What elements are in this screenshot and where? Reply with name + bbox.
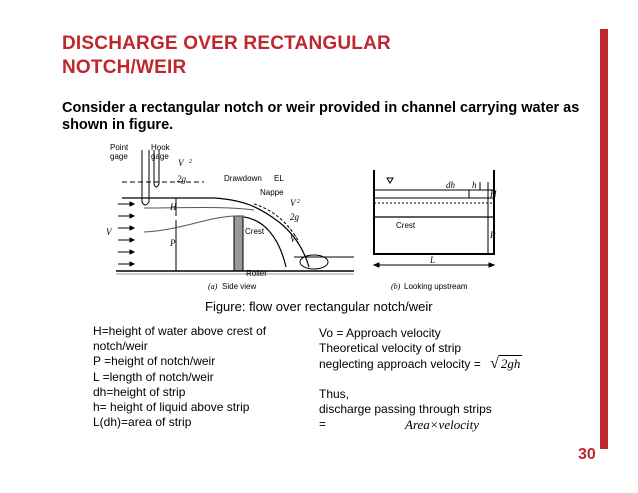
two-g-label-2: 2g [290,212,300,222]
title-line-2: NOTCH/WEIR [62,57,187,78]
definition-item: H=height of water above crest of [93,324,267,338]
equals-sign: = [319,417,327,432]
definition-item: dh=height of strip [93,384,186,399]
page-number: 30 [578,446,596,463]
hook-gage-label-2: gage [151,152,169,161]
side-view-tag: (a) [208,282,218,291]
approach-velocity-line: Vo = Approach velocity [319,326,441,340]
weir-figure: Point gage Hook gage V 2 2g Drawdown EL … [106,143,497,291]
nappe-label: Nappe [260,188,284,197]
h-label: H [169,202,177,212]
formula-2gh: 2gh [498,355,523,372]
dh-label: dh [446,180,456,190]
p-label: P [169,238,176,248]
vo2-exp: 2 [189,159,192,165]
definition-item: notch/weir [93,339,148,354]
point-gage-label-2: gage [110,152,128,161]
side-view [116,150,354,275]
intro-text: Consider a rectangular notch or weir pro… [62,100,580,133]
upstream-view [372,170,496,268]
definition-item: L(dh)=area of strip [93,415,192,430]
theoretical-velocity-line: Theoretical velocity of strip [319,341,462,356]
vo2-label: V [178,158,185,168]
vo-label: V [106,227,113,237]
definitions-list: H=height of water above crest of notch/w… [93,324,266,430]
equals-line: = Area×velocity [319,417,579,432]
upstream-view-label: Looking upstream [404,282,468,291]
roller-label: Roller [246,269,267,278]
drawdown-label: Drawdown [224,174,262,183]
slide-title: DISCHARGE OVER RECTANGULAR NOTCH/WEIR [62,32,391,80]
accent-bar-bottom [600,89,608,449]
sqrt-formula: √2gh [490,355,523,373]
v2-exp: 2 [297,199,300,205]
sqrt-symbol: √ [490,355,499,373]
explanation-block: Vo = Approach velocity Theoretical veloc… [319,326,579,432]
crest-label: Crest [245,227,265,236]
upstream-view-tag: (b) [391,282,401,291]
thus-line: Thus, [319,386,350,401]
upstream-crest-label: Crest [396,221,416,230]
definition-item: P =height of notch/weir [93,354,216,369]
h-big-label: H [489,189,497,199]
neglecting-text: neglecting approach velocity = [319,357,481,372]
area-velocity-formula: Area×velocity [405,417,479,433]
figure-caption: Figure: flow over rectangular notch/weir [205,299,433,314]
hook-gage-label: Hook [151,143,171,152]
h-small-label: h [472,180,477,190]
v2-label: V [290,198,297,208]
side-view-label: Side view [222,282,256,291]
two-g-label: 2g [177,174,187,184]
upstream-p-label: P [489,230,496,240]
upstream-l-label: L [429,255,435,265]
definition-item: L =length of notch/weir [93,369,214,384]
definition-item: h= height of liquid above strip [93,400,250,415]
el-label: EL [274,174,284,183]
neglecting-line: neglecting approach velocity = √2gh [319,355,579,373]
title-line-1: DISCHARGE OVER RECTANGULAR [62,33,391,54]
v-label: V [290,234,297,244]
discharge-line: discharge passing through strips [319,401,492,416]
accent-bar-top [600,29,608,89]
point-gage-label: Point [110,143,129,152]
